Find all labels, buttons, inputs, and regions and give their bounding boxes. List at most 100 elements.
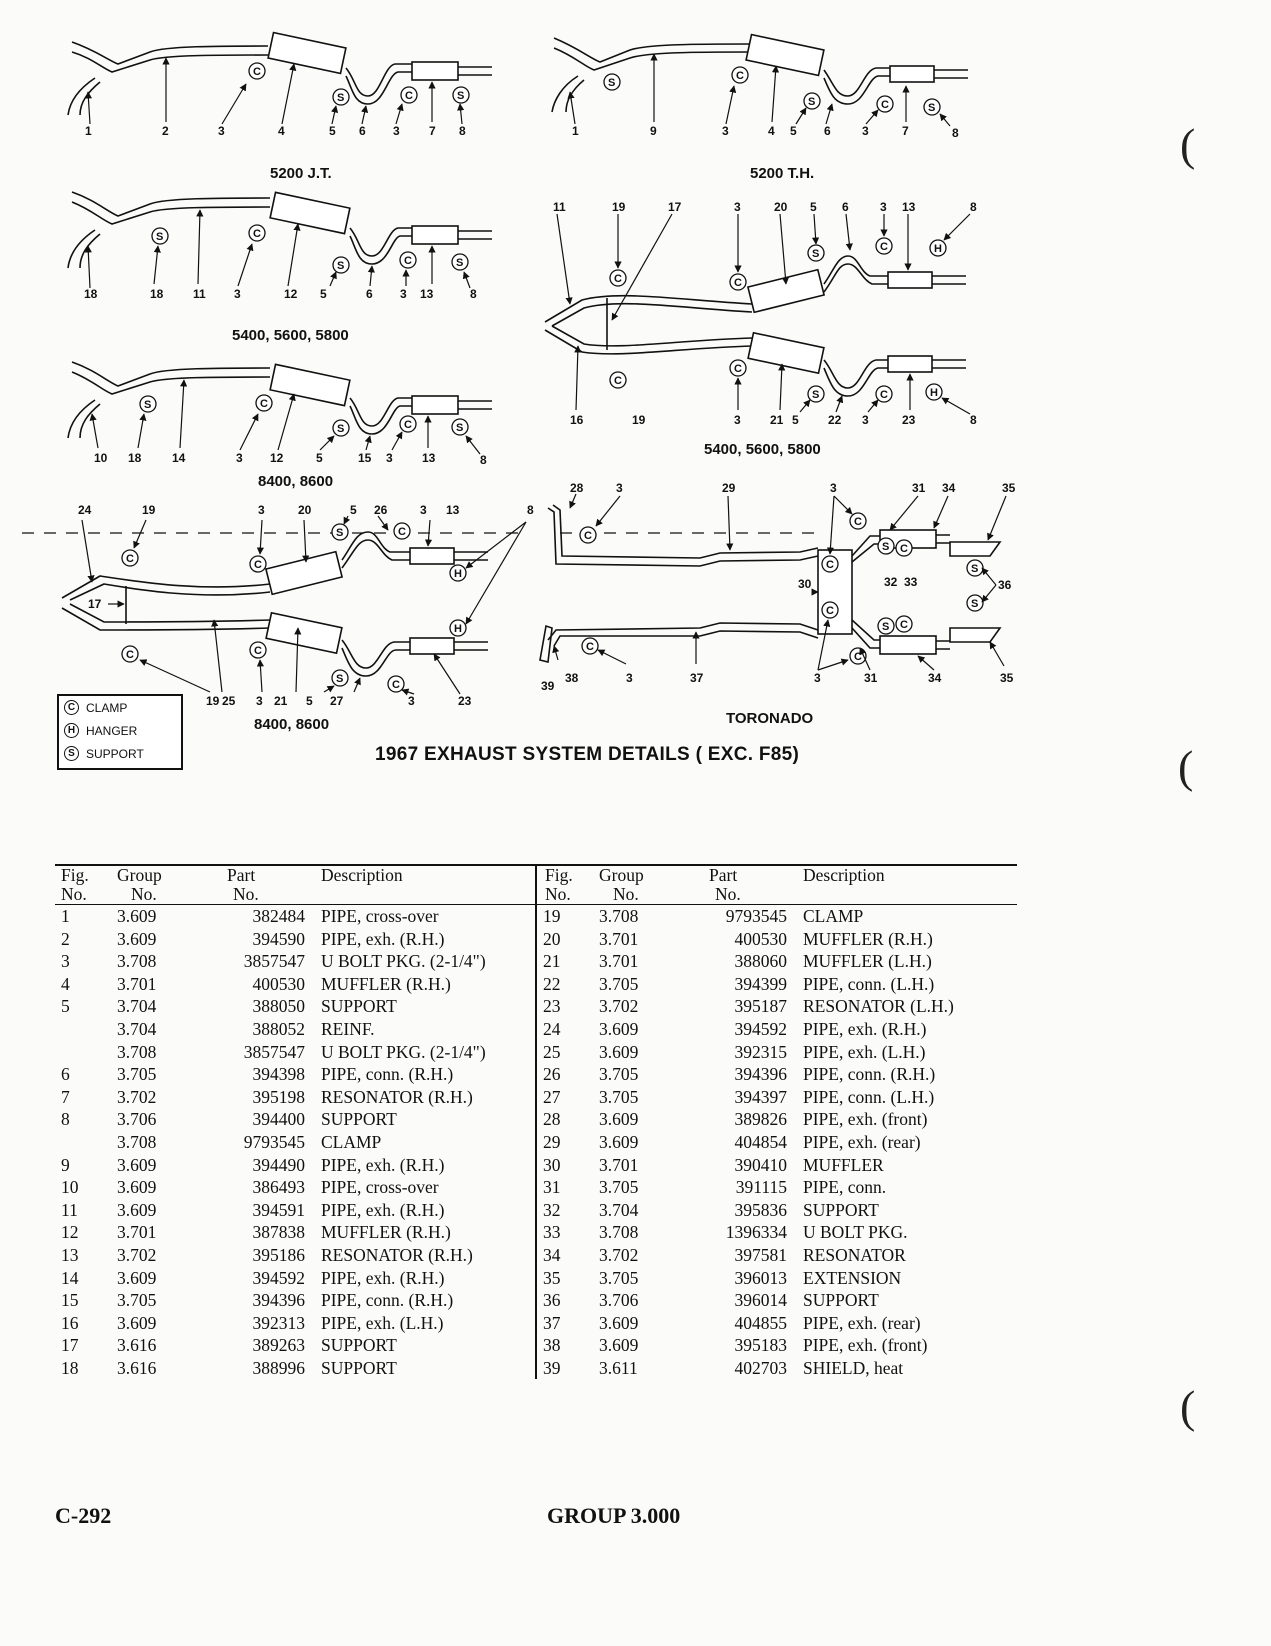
svg-text:13: 13 (420, 287, 434, 301)
header-fig-no: No. (55, 885, 115, 905)
part-number: 394398 (252, 1064, 306, 1085)
group-number: 3.701 (117, 1222, 157, 1243)
svg-text:3: 3 (393, 124, 400, 138)
svg-text:8: 8 (527, 503, 534, 517)
svg-text:33: 33 (904, 575, 918, 589)
part-number: 388996 (252, 1357, 306, 1378)
header-description: Description (803, 865, 885, 885)
svg-text:S: S (608, 77, 615, 89)
margin-mark: ( (1178, 741, 1194, 792)
svg-text:C: C (854, 516, 862, 528)
part-description: U BOLT PKG. (2-1/4") (321, 1041, 486, 1062)
part-number: 394396 (252, 1290, 306, 1311)
svg-text:21: 21 (274, 694, 288, 708)
parts-table: Fig. Group Part Description No. No. No. … (55, 864, 1017, 1380)
svg-text:C: C (826, 559, 834, 571)
svg-text:C: C (404, 255, 412, 267)
group-number: 3.708 (117, 1131, 157, 1152)
group-number: 3.704 (117, 1018, 157, 1039)
svg-text:28: 28 (570, 481, 584, 495)
svg-text:S: S (336, 673, 343, 685)
group-number: 3.609 (117, 1199, 157, 1220)
svg-text:H: H (934, 243, 942, 255)
group-number: 3.701 (599, 951, 639, 972)
part-description: SUPPORT (321, 1357, 397, 1378)
svg-text:S: S (337, 260, 344, 272)
part-description: RESONATOR (L.H.) (803, 996, 954, 1017)
part-number: 389826 (734, 1109, 788, 1130)
svg-text:3: 3 (236, 451, 243, 465)
svg-text:3: 3 (420, 503, 427, 517)
svg-text:C: C (405, 90, 413, 102)
part-description: PIPE, exh. (R.H.) (321, 1199, 445, 1220)
part-number: 394592 (734, 1018, 788, 1039)
svg-text:3: 3 (218, 124, 225, 138)
svg-text:S: S (456, 257, 463, 269)
figure-title: 1967 EXHAUST SYSTEM DETAILS ( EXC. F85) (375, 744, 800, 765)
legend-clamp-label: CLAMP (86, 700, 128, 715)
svg-text:2: 2 (162, 124, 169, 138)
svg-text:29: 29 (722, 481, 736, 495)
part-description: MUFFLER (803, 1154, 884, 1175)
svg-text:1: 1 (85, 124, 92, 138)
part-number: 390410 (734, 1154, 788, 1175)
svg-text:8: 8 (480, 453, 487, 467)
svg-text:17: 17 (88, 597, 102, 611)
fig-number: 39 (543, 1357, 561, 1378)
part-number: 1396334 (725, 1222, 787, 1243)
svg-text:25: 25 (222, 694, 236, 708)
fig-number: 30 (543, 1154, 561, 1175)
part-description: SUPPORT (321, 1109, 397, 1130)
svg-text:8: 8 (952, 126, 959, 140)
svg-text:C: C (880, 241, 888, 253)
header-fig-no: No. (537, 885, 597, 905)
svg-text:S: S (971, 598, 978, 610)
svg-text:20: 20 (298, 503, 312, 517)
svg-text:C: C (880, 389, 888, 401)
svg-text:C: C (126, 649, 134, 661)
fig-number: 6 (61, 1064, 70, 1085)
svg-text:3: 3 (400, 287, 407, 301)
part-number: 395187 (734, 996, 788, 1017)
svg-text:1: 1 (572, 124, 579, 138)
svg-text:3: 3 (862, 124, 869, 138)
part-number: 394590 (252, 928, 306, 949)
fig-number: 36 (543, 1290, 561, 1311)
support-symbol-icon: S (64, 746, 79, 761)
part-description: PIPE, conn. (R.H.) (321, 1064, 454, 1085)
svg-text:26: 26 (374, 503, 388, 517)
header-group-no: No. (597, 885, 683, 905)
svg-text:3: 3 (734, 200, 741, 214)
part-number: 394396 (734, 1064, 788, 1085)
caption-5400-left: 5400, 5600, 5800 (232, 327, 349, 344)
group-number: 3.616 (117, 1357, 157, 1378)
svg-text:4: 4 (768, 124, 775, 138)
svg-text:S: S (808, 96, 815, 108)
part-description: PIPE, exh. (R.H.) (803, 1018, 927, 1039)
svg-text:23: 23 (902, 413, 916, 427)
svg-text:9: 9 (650, 124, 657, 138)
part-description: PIPE, exh. (rear) (803, 1312, 921, 1333)
svg-text:C: C (881, 99, 889, 111)
svg-text:3: 3 (616, 481, 623, 495)
svg-text:C: C (614, 375, 622, 387)
svg-text:C: C (404, 419, 412, 431)
svg-text:C: C (900, 543, 908, 555)
header-part: Part (709, 865, 738, 885)
group-number: 3.616 (117, 1335, 157, 1356)
part-description: RESONATOR (R.H.) (321, 1086, 473, 1107)
legend-clamp: C CLAMP (59, 696, 181, 719)
